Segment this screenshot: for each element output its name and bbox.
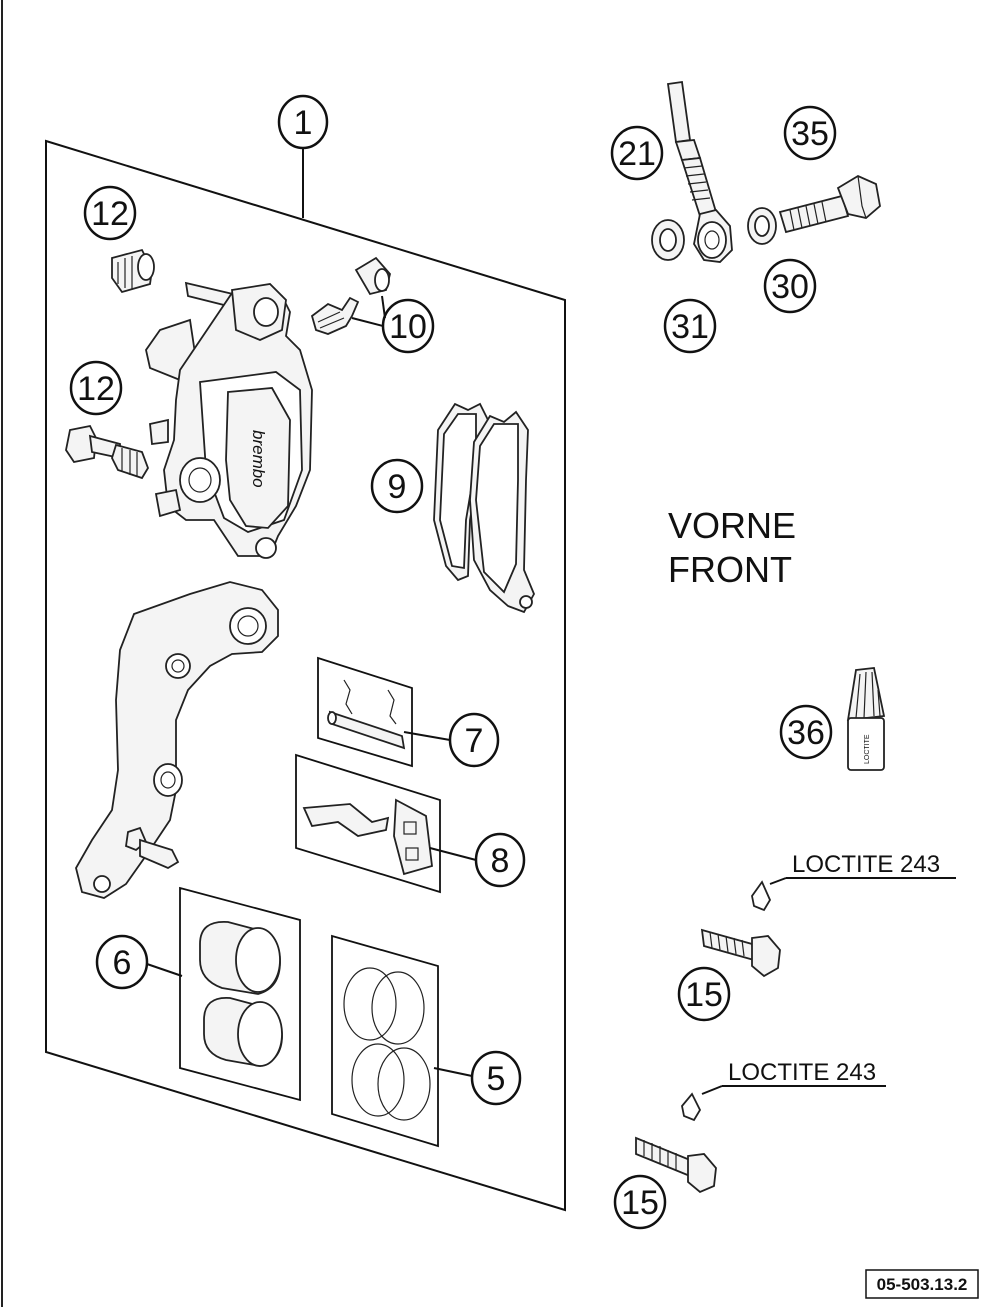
bolt-15-upper-part bbox=[700, 928, 781, 978]
banjo-bolt-part bbox=[778, 174, 881, 234]
svg-text:brembo: brembo bbox=[249, 430, 268, 488]
callout-31: 31 bbox=[663, 298, 717, 354]
svg-text:15: 15 bbox=[621, 1184, 659, 1222]
callout-9: 9 bbox=[370, 458, 424, 514]
loctite-bottle-part: LOCTITE bbox=[846, 667, 886, 771]
svg-text:12: 12 bbox=[91, 195, 129, 233]
caliper-bracket-part bbox=[75, 581, 279, 899]
callout-1: 1 bbox=[277, 94, 329, 218]
loctite-note-lower: LOCTITE 243 bbox=[681, 1059, 886, 1122]
svg-text:31: 31 bbox=[671, 308, 709, 346]
callout-5: 5 bbox=[433, 1050, 522, 1106]
plug-cap-part bbox=[111, 248, 155, 294]
callout-10: 10 bbox=[351, 295, 435, 354]
callout-7: 7 bbox=[403, 712, 500, 768]
svg-text:12: 12 bbox=[77, 370, 115, 408]
svg-text:LOCTITE 243: LOCTITE 243 bbox=[728, 1059, 876, 1086]
brake-caliper-part: brembo bbox=[145, 281, 313, 559]
callout-30: 30 bbox=[763, 258, 817, 314]
callout-12-lower: 12 bbox=[69, 360, 123, 416]
callout-15-upper: 15 bbox=[677, 966, 731, 1022]
callout-8: 8 bbox=[429, 832, 526, 888]
callout-21: 21 bbox=[610, 125, 664, 181]
bleeder-screw-part bbox=[310, 256, 391, 335]
svg-text:30: 30 bbox=[771, 268, 809, 306]
svg-text:6: 6 bbox=[113, 944, 132, 982]
svg-text:8: 8 bbox=[491, 842, 510, 880]
svg-text:10: 10 bbox=[389, 308, 427, 346]
svg-text:35: 35 bbox=[791, 115, 829, 153]
washer-31-part bbox=[651, 219, 685, 261]
svg-text:05-503.13.2: 05-503.13.2 bbox=[877, 1275, 968, 1294]
brake-line-part bbox=[666, 80, 733, 263]
svg-text:15: 15 bbox=[685, 976, 723, 1014]
svg-text:36: 36 bbox=[787, 714, 825, 752]
spring-kit-panel bbox=[295, 753, 441, 894]
figure-code-box: 05-503.13.2 bbox=[865, 1269, 979, 1299]
washer-30-part bbox=[747, 207, 777, 245]
piston-kit-panel bbox=[179, 886, 301, 1102]
callout-35: 35 bbox=[783, 105, 837, 161]
svg-text:7: 7 bbox=[465, 722, 484, 760]
callout-12-upper: 12 bbox=[83, 185, 137, 241]
bolt-15-lower-part bbox=[635, 1136, 717, 1194]
svg-text:5: 5 bbox=[487, 1060, 506, 1098]
svg-text:LOCTITE: LOCTITE bbox=[864, 734, 871, 764]
loctite-note-upper: LOCTITE 243 bbox=[751, 851, 956, 912]
svg-text:9: 9 bbox=[388, 468, 407, 506]
svg-text:21: 21 bbox=[618, 135, 656, 173]
svg-text:LOCTITE 243: LOCTITE 243 bbox=[792, 851, 940, 878]
caliper-bolt-part bbox=[65, 424, 149, 480]
seal-kit-panel bbox=[331, 934, 439, 1148]
svg-text:1: 1 bbox=[294, 104, 313, 142]
callout-36: 36 bbox=[779, 704, 833, 760]
callout-6: 6 bbox=[95, 934, 183, 990]
callout-15-lower: 15 bbox=[613, 1174, 667, 1230]
pin-kit-panel bbox=[317, 656, 413, 768]
front-label: FRONT bbox=[668, 549, 792, 590]
vorne-label: VORNE bbox=[668, 505, 796, 546]
brake-caliper-kit-panel bbox=[45, 139, 566, 1212]
brake-pads-part bbox=[433, 402, 535, 614]
